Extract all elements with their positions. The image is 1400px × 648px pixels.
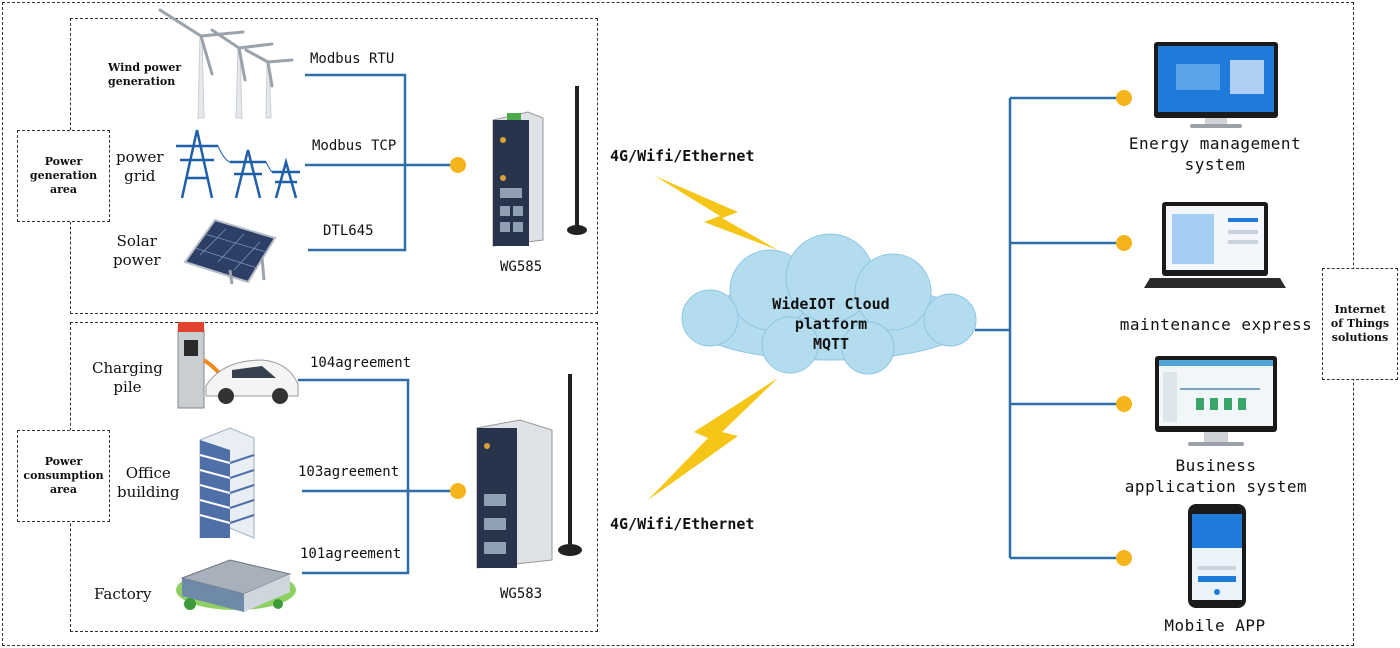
solar-panel-icon (183, 218, 277, 285)
protocol-grid: Modbus TCP (312, 138, 397, 154)
wind-turbine-icon (158, 8, 294, 119)
generation-node (450, 157, 466, 173)
monitor-icon (1154, 42, 1278, 128)
phone-icon (1188, 504, 1246, 608)
maintenance-node (1116, 235, 1132, 251)
business-node (1116, 396, 1132, 412)
mobile-app-label: Mobile APP (1164, 616, 1266, 635)
power-tower-icon (176, 129, 300, 199)
mobile-node (1116, 550, 1132, 566)
gateway-bottom-label: WG583 (500, 586, 543, 602)
system-wiring (975, 96, 1124, 560)
network-top-label: 4G/Wifi/Ethernet (610, 147, 755, 165)
gateway-wg585-icon (492, 86, 587, 247)
business-monitor-icon (1155, 356, 1277, 446)
factory-icon (176, 559, 296, 612)
factory-label: Factory (94, 585, 152, 603)
lightning-bolt-bottom-icon (648, 378, 778, 500)
network-bottom-label: 4G/Wifi/Ethernet (610, 515, 755, 533)
gateway-top-label: WG585 (500, 259, 543, 275)
consumption-node (450, 483, 466, 499)
energy-node (1116, 90, 1132, 106)
consumption-wiring (298, 378, 458, 575)
office-building-icon (199, 427, 255, 539)
maintenance-label: maintenance express (1119, 315, 1313, 334)
protocol-wind: Modbus RTU (310, 51, 395, 67)
gateway-wg583-icon (476, 374, 582, 569)
generation-wiring (305, 73, 458, 252)
protocol-solar: DTL645 (323, 223, 374, 239)
protocol-charging: 104agreement (310, 355, 412, 371)
charging-pile-icon (177, 322, 299, 409)
laptop-icon (1144, 202, 1286, 288)
lightning-bolt-top-icon (655, 176, 778, 250)
cloud-icon (681, 233, 977, 375)
protocol-factory: 101agreement (300, 546, 402, 562)
protocol-office: 103agreement (298, 464, 400, 480)
